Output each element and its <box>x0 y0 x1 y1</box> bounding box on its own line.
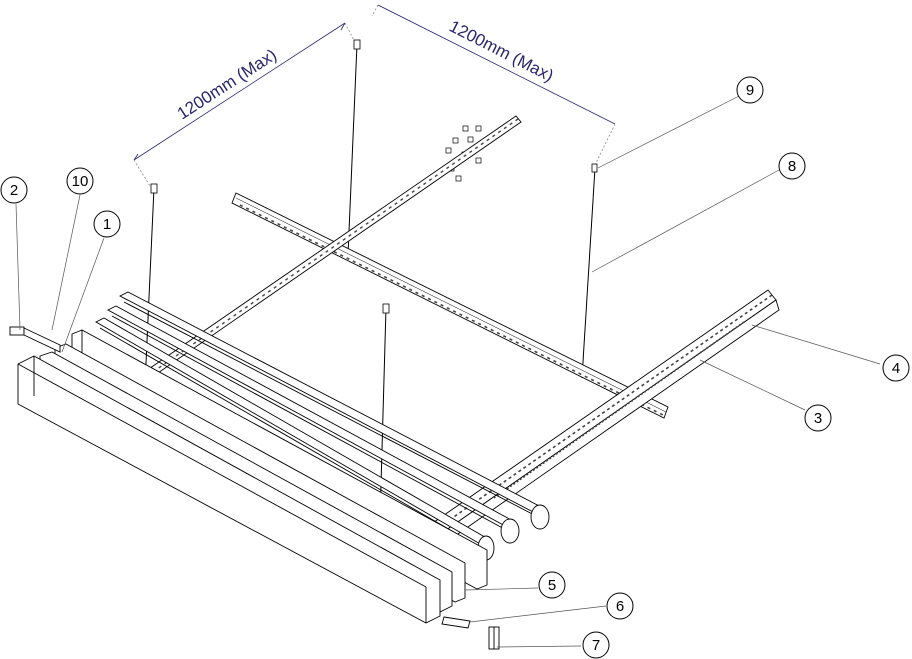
dimension-left-label: 1200mm (Max) <box>174 45 280 123</box>
carrier-channel-8 <box>231 192 669 419</box>
callout-8-label: 8 <box>788 158 796 175</box>
rod-anchors <box>150 39 598 314</box>
callout-6: 6 <box>606 592 634 620</box>
callout-10: 10 <box>66 167 94 195</box>
callout-5: 5 <box>538 571 566 599</box>
callout-5-label: 5 <box>548 577 556 594</box>
callout-3-label: 3 <box>814 410 822 427</box>
linear-panels <box>17 291 550 624</box>
callout-2-label: 2 <box>10 182 18 199</box>
hanger-rods <box>144 43 596 521</box>
callout-4-label: 4 <box>892 360 900 377</box>
callout-1-label: 1 <box>103 216 111 233</box>
callout-6-label: 6 <box>616 598 624 615</box>
end-cap-7 <box>488 626 500 650</box>
callout-4: 4 <box>882 354 910 382</box>
callout-7: 7 <box>582 631 610 659</box>
dimension-right-label: 1200mm (Max) <box>446 17 556 86</box>
joint-clip-6 <box>441 616 471 629</box>
callout-7-label: 7 <box>592 637 600 654</box>
callouts: 1 2 3 4 5 6 7 8 <box>0 76 910 659</box>
callout-2: 2 <box>0 176 28 204</box>
callout-8: 8 <box>778 152 806 180</box>
dimension-right <box>371 4 616 166</box>
end-clip-2 <box>9 326 61 353</box>
callout-9: 9 <box>736 76 764 104</box>
leader-lines <box>15 94 881 648</box>
callout-9-label: 9 <box>746 82 754 99</box>
dimension-left <box>133 22 357 187</box>
callout-3: 3 <box>804 404 832 432</box>
callout-1: 1 <box>93 210 121 238</box>
callout-10-label: 10 <box>72 173 89 190</box>
cross-carrier <box>94 115 522 414</box>
